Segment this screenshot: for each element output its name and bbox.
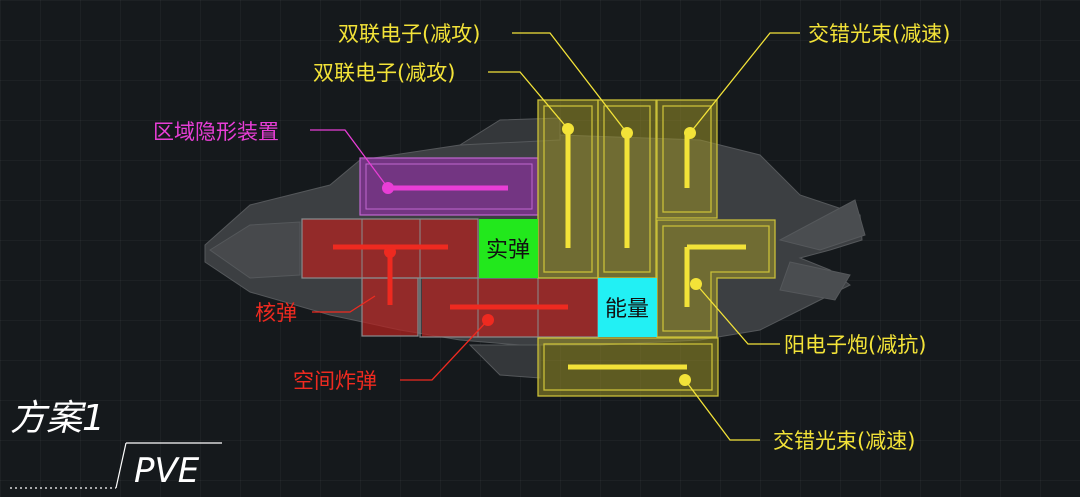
scheme-mode: PVE [134, 451, 200, 491]
twin-electron-label-2: 双联电子(减攻) [313, 61, 455, 85]
energy-cell [598, 278, 657, 337]
cross-beam-label-bottom: 交错光束(减速) [773, 429, 915, 453]
positron-cannon-label: 阳电子炮(减抗) [784, 333, 926, 357]
scheme-title: 方案1 [10, 398, 105, 439]
scheme-badge: 方案1 PVE [10, 398, 222, 491]
leader-lines [310, 32, 800, 441]
nuke-label: 核弹 [255, 301, 297, 325]
solid-ammo-label: 实弹 [486, 238, 530, 263]
cross-beam-label-top: 交错光束(减速) [808, 22, 950, 46]
solid-ammo-cell [479, 219, 538, 278]
twin-electron-label-1: 双联电子(减攻) [338, 22, 480, 46]
cloak-label: 区域隐形装置 [153, 120, 279, 144]
space-bomb-label: 空间炸弹 [293, 369, 377, 393]
energy-label: 能量 [605, 297, 649, 322]
